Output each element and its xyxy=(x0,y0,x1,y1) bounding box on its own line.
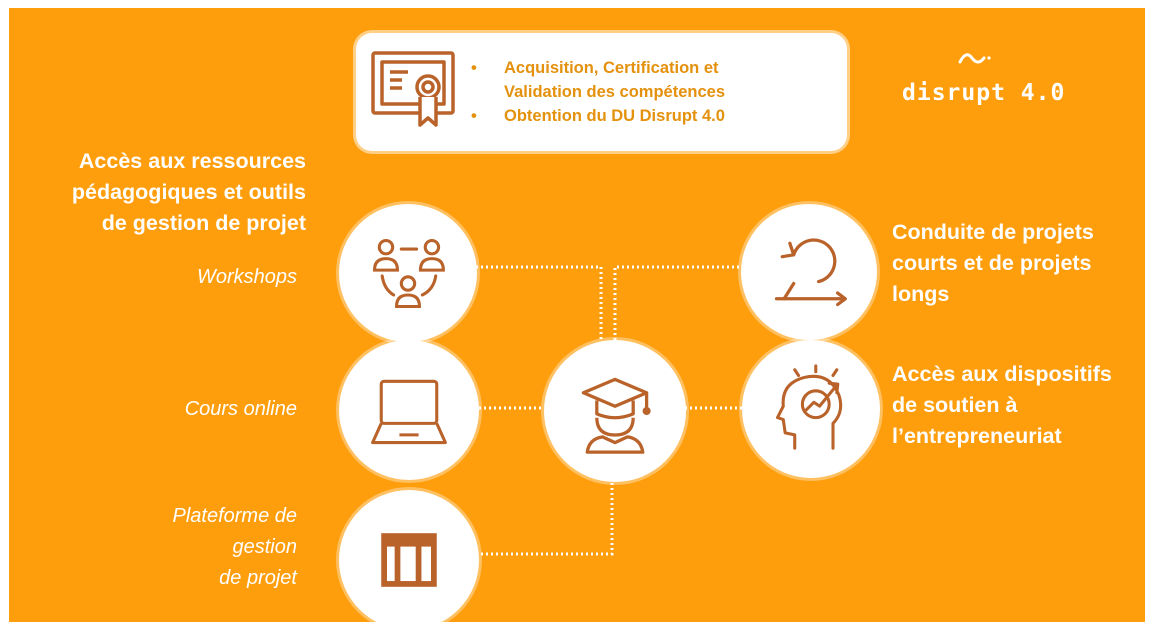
connector-agile xyxy=(613,265,744,353)
resources-heading: Accès aux ressources pédagogiques et out… xyxy=(71,149,306,235)
bullet-glyph: • xyxy=(471,107,477,125)
layout-window-icon xyxy=(381,533,437,587)
agile-node xyxy=(741,204,877,340)
cours-online-node xyxy=(339,340,479,480)
student-hub-node xyxy=(544,340,686,482)
certification-list: •Acquisition, Certification et Validatio… xyxy=(471,56,725,128)
connector-lines xyxy=(476,265,745,556)
laptop-icon xyxy=(371,379,447,445)
head-growth-icon xyxy=(775,364,843,450)
people-network-icon xyxy=(372,238,445,309)
workshops-node xyxy=(339,204,477,342)
cert-bullet-1: •Acquisition, Certification et xyxy=(471,56,725,80)
certification-box: •Acquisition, Certification et Validatio… xyxy=(356,33,847,151)
bullet-glyph: • xyxy=(471,59,477,77)
connector-plateforme xyxy=(476,476,614,556)
cours-online-label: Cours online xyxy=(184,398,297,420)
connector-workshops xyxy=(476,265,603,353)
cert-bullet-2: •Obtention du DU Disrupt 4.0 xyxy=(471,104,725,128)
graduate-student-icon xyxy=(581,377,651,454)
workshops-label: Workshops xyxy=(196,266,297,288)
plateforme-label: Plateforme de gestion de projet xyxy=(172,505,297,589)
slide-canvas: •Acquisition, Certification et Validatio… xyxy=(9,8,1145,622)
conduite-projets-label: Conduite de projets courts et de projets… xyxy=(892,220,1094,306)
agile-cycle-icon xyxy=(774,238,847,307)
cert-bullet-1-cont: Validation des compétences xyxy=(504,83,725,101)
entrepreneuriat-node xyxy=(742,340,880,478)
plateforme-node xyxy=(339,490,479,622)
wave-icon xyxy=(958,53,991,64)
entrepreneuriat-label: Accès aux dispositifs de soutien à l’ent… xyxy=(892,362,1112,448)
certificate-icon xyxy=(371,51,455,127)
brand-name: disrupt 4.0 xyxy=(902,80,1066,106)
